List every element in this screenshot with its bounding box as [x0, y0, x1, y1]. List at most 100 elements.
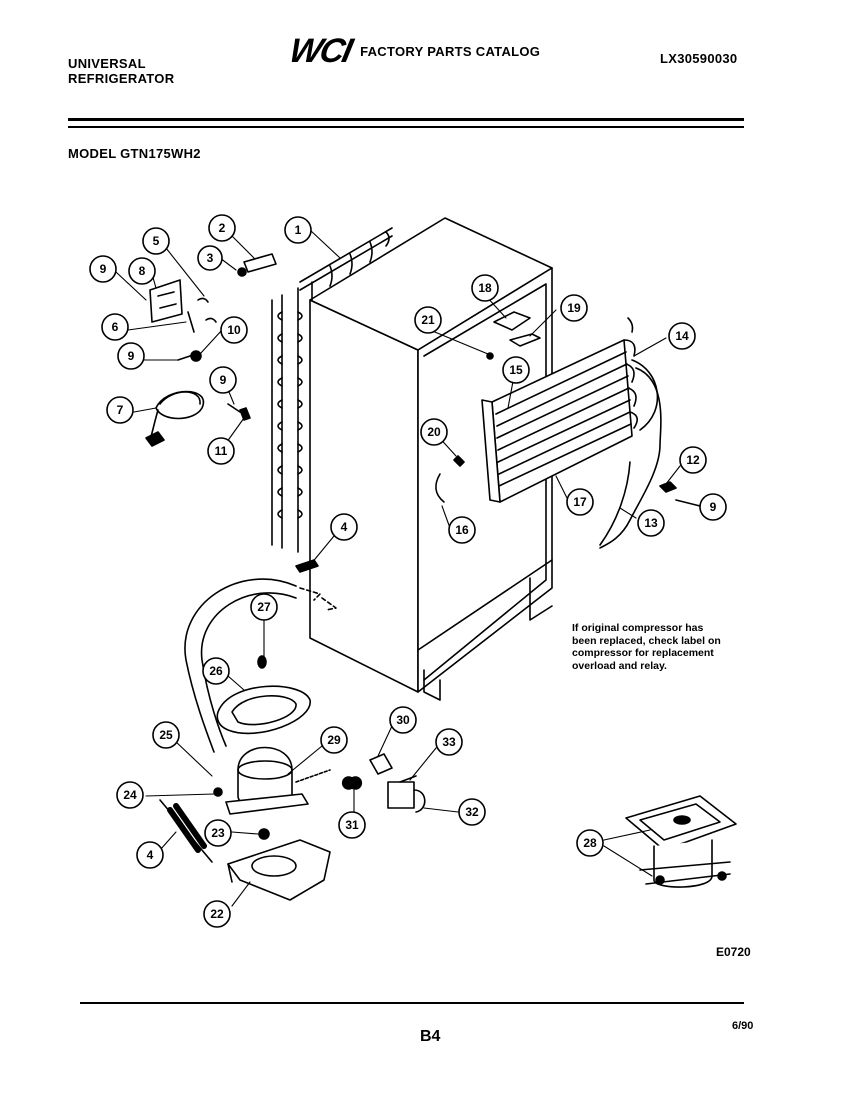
svg-text:9: 9	[100, 262, 107, 276]
defrost-heater-wire	[599, 367, 662, 549]
callout: 9	[89, 255, 117, 283]
svg-text:26: 26	[209, 664, 223, 678]
svg-text:4: 4	[341, 520, 348, 534]
svg-text:14: 14	[675, 329, 689, 343]
callout: 28	[576, 829, 604, 857]
callout: 9	[117, 342, 145, 370]
header-rule-thick	[68, 118, 744, 121]
svg-text:9: 9	[128, 349, 135, 363]
note-line: overload and relay.	[572, 659, 667, 672]
callout: 10	[220, 316, 248, 344]
interior-parts	[435, 311, 541, 503]
svg-text:6: 6	[112, 320, 119, 334]
condenser-coil	[271, 227, 393, 553]
callout: 3	[197, 245, 223, 271]
callout: 14	[668, 322, 696, 350]
callout: 9	[209, 366, 237, 394]
svg-text:29: 29	[327, 733, 341, 747]
svg-text:9: 9	[710, 500, 717, 514]
relay-overload	[341, 753, 426, 813]
svg-text:4: 4	[147, 848, 154, 862]
svg-text:8: 8	[139, 264, 146, 278]
callout: 31	[338, 811, 366, 839]
svg-text:33: 33	[442, 735, 456, 749]
callout: 8	[128, 257, 156, 285]
svg-text:20: 20	[427, 425, 441, 439]
catalog-number: LX30590030	[660, 51, 738, 66]
svg-text:18: 18	[478, 281, 492, 295]
footer-rule	[80, 1002, 744, 1004]
svg-text:9: 9	[220, 373, 227, 387]
callout: 23	[204, 819, 232, 847]
svg-text:10: 10	[227, 323, 241, 337]
svg-text:2: 2	[219, 221, 226, 235]
drain-pan	[216, 655, 311, 735]
callout: 18	[471, 274, 499, 302]
brand-line-2: REFRIGERATOR	[68, 71, 175, 86]
catalog-header: WCI FACTORY PARTS CATALOG	[286, 32, 541, 70]
svg-text:22: 22	[210, 907, 224, 921]
callout: 22	[203, 900, 231, 928]
callout: 25	[152, 721, 180, 749]
catalog-date: 6/90	[732, 1020, 754, 1032]
callout: 17	[566, 488, 594, 516]
note-line: been replaced, check label on	[572, 634, 721, 647]
svg-text:17: 17	[573, 495, 587, 509]
compressor-note: If original compressor has been replaced…	[572, 622, 762, 672]
model-number: MODEL GTN175WH2	[68, 146, 201, 161]
brand-line-1: UNIVERSAL	[68, 56, 146, 71]
header-rule-thin	[68, 126, 744, 128]
callout: 15	[502, 356, 530, 384]
control-parts	[145, 253, 277, 447]
callout: 30	[389, 706, 417, 734]
note-line: If original compressor has	[572, 622, 704, 634]
note-line: compressor for replacement	[572, 647, 714, 659]
callout: 20	[420, 418, 448, 446]
svg-text:7: 7	[117, 403, 124, 417]
callout: 27	[250, 593, 278, 621]
drain-tube	[184, 578, 297, 753]
svg-text:5: 5	[153, 234, 160, 248]
svg-text:1: 1	[295, 223, 302, 237]
callout: 29	[320, 726, 348, 754]
callout: 5	[142, 227, 170, 255]
callout: 24	[116, 781, 144, 809]
callout: 12	[679, 446, 707, 474]
svg-text:31: 31	[345, 818, 359, 832]
svg-text:21: 21	[421, 313, 435, 327]
svg-text:25: 25	[159, 728, 173, 742]
svg-text:28: 28	[583, 836, 597, 850]
replacement-compressor	[625, 795, 737, 888]
callout: 7	[106, 396, 134, 424]
svg-text:15: 15	[509, 363, 523, 377]
svg-text:16: 16	[455, 523, 469, 537]
compressor-base	[227, 839, 331, 901]
svg-text:32: 32	[465, 805, 479, 819]
svg-text:23: 23	[211, 826, 225, 840]
callout: 32	[458, 798, 486, 826]
compressor	[213, 746, 331, 840]
figure-code: E0720	[716, 945, 751, 959]
callout: 19	[560, 294, 588, 322]
callout: 2	[208, 214, 236, 242]
callout: 26	[202, 657, 230, 685]
callout: 13	[637, 509, 665, 537]
callout: 21	[414, 306, 442, 334]
evaporator	[481, 339, 659, 503]
svg-text:30: 30	[396, 713, 410, 727]
brand-name: UNIVERSAL REFRIGERATOR	[68, 56, 174, 86]
page-number: B4	[420, 1028, 441, 1045]
catalog-title: FACTORY PARTS CATALOG	[360, 44, 541, 59]
callout: 4	[136, 841, 164, 869]
svg-text:13: 13	[644, 516, 658, 530]
callout: 33	[435, 728, 463, 756]
svg-text:3: 3	[207, 251, 214, 265]
filter-dryer	[159, 799, 213, 863]
callout: 6	[101, 313, 129, 341]
svg-text:11: 11	[215, 444, 228, 458]
callout: 9	[699, 493, 727, 521]
callout: 1	[284, 216, 312, 244]
svg-text:24: 24	[123, 788, 137, 802]
svg-text:12: 12	[686, 453, 700, 467]
